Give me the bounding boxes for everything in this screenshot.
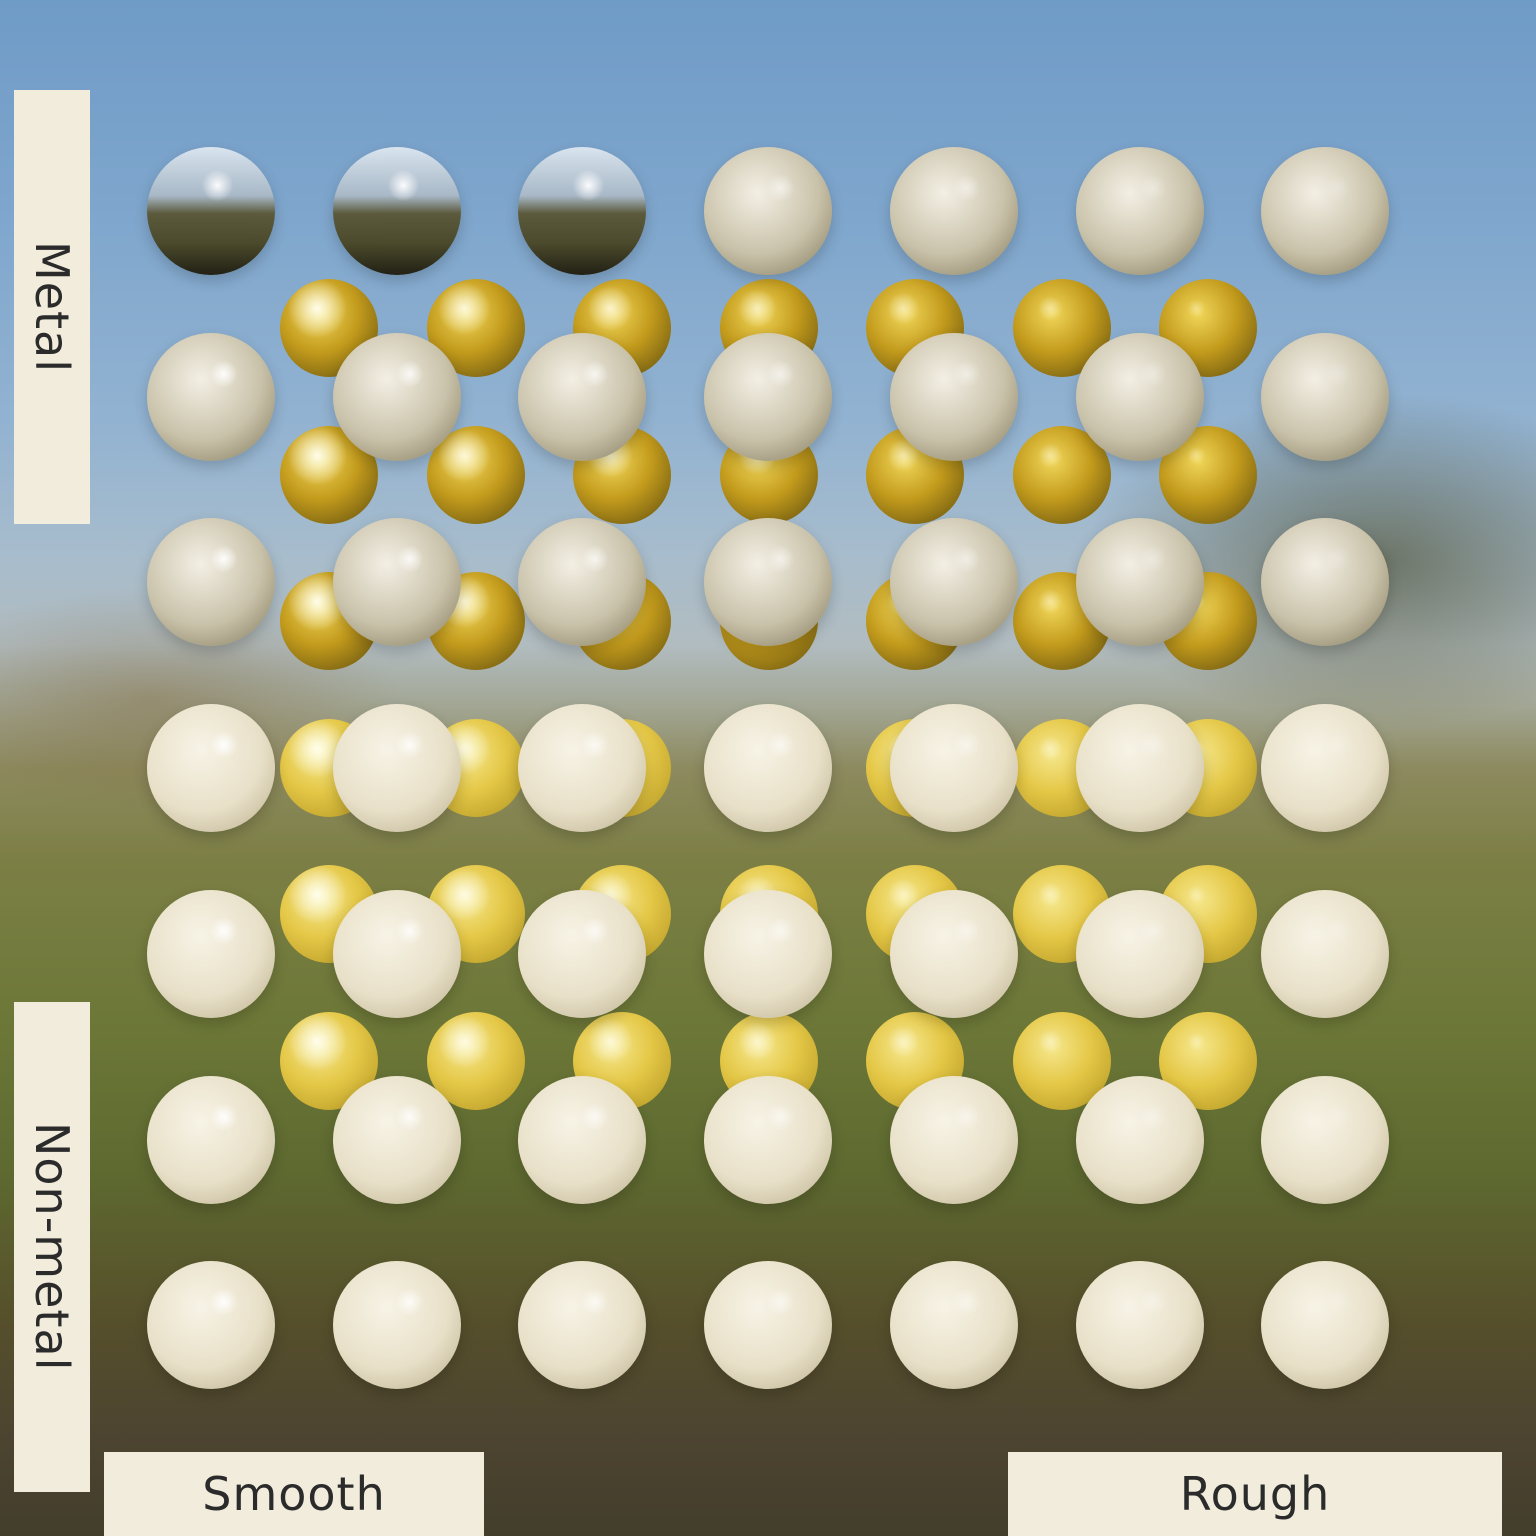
gold-sphere [426,1011,525,1110]
white-sphere [1075,147,1204,275]
white-sphere [704,889,833,1018]
gold-sphere [426,425,525,524]
white-sphere [704,704,833,833]
smooth-label-box: Smooth [104,1452,484,1536]
white-sphere [147,1075,275,1204]
white-sphere [704,1075,833,1204]
white-sphere [1075,1075,1204,1204]
rough-label: Rough [1179,1467,1331,1521]
white-sphere [518,147,647,275]
white-sphere [332,518,461,647]
white-sphere [889,1075,1018,1204]
white-sphere [704,332,833,461]
white-sphere [332,147,461,275]
white-sphere [1261,1261,1390,1390]
white-sphere [1075,1261,1204,1390]
white-sphere [147,147,275,275]
rough-label-box: Rough [1008,1452,1502,1536]
white-sphere [332,332,461,461]
white-sphere [518,1261,647,1390]
metal-label-box: Metal [14,90,90,524]
white-sphere [889,332,1018,461]
non-metal-label-box: Non-metal [14,1002,90,1492]
gold-sphere [1012,1011,1111,1110]
white-sphere [332,1261,461,1390]
white-sphere [1075,889,1204,1018]
white-sphere [518,704,647,833]
white-sphere [332,889,461,1018]
white-sphere [332,704,461,833]
white-sphere [147,332,275,461]
metal-label: Metal [25,241,79,373]
white-sphere [704,518,833,647]
white-sphere [1261,704,1390,833]
white-sphere [1261,332,1390,461]
non-metal-label: Non-metal [25,1122,79,1372]
white-sphere [1075,518,1204,647]
white-sphere [332,1075,461,1204]
white-sphere [1261,889,1390,1018]
smooth-label: Smooth [202,1467,386,1521]
white-sphere [518,332,647,461]
white-sphere [889,889,1018,1018]
white-sphere [518,1075,647,1204]
white-sphere [1075,704,1204,833]
white-sphere [518,889,647,1018]
white-sphere [518,518,647,647]
white-sphere [1261,1075,1390,1204]
white-sphere [704,147,833,275]
white-sphere [147,889,275,1018]
white-sphere [147,518,275,647]
white-sphere [147,1261,275,1390]
white-sphere [889,704,1018,833]
white-sphere [889,518,1018,647]
white-sphere [889,1261,1018,1390]
white-sphere [704,1261,833,1390]
white-sphere [1261,518,1390,647]
white-sphere [889,147,1018,275]
white-sphere [147,704,275,833]
white-sphere [1075,332,1204,461]
white-sphere [1261,147,1390,275]
